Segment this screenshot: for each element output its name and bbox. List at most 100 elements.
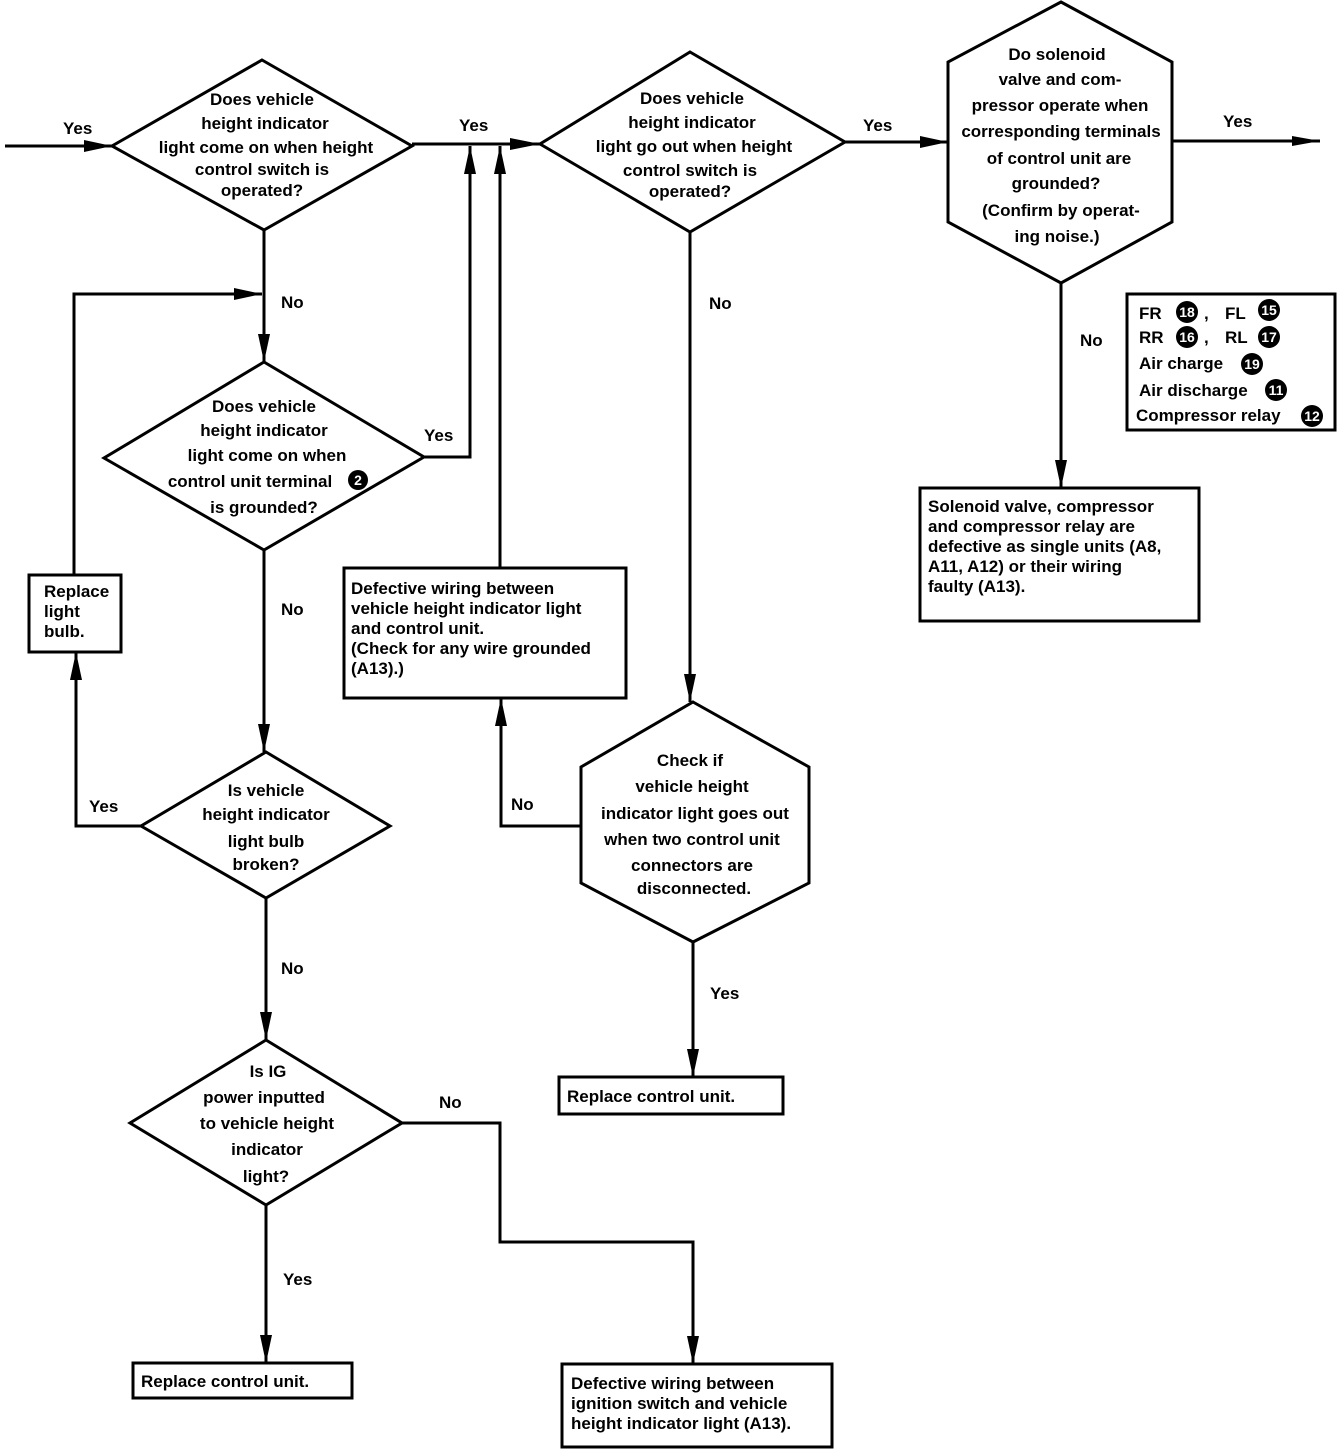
legend-comma: , [1204,328,1209,347]
text-line: when two control unit [603,830,780,849]
edge-label-yes: Yes [710,984,739,1003]
decision-q6 [579,700,811,944]
terminal-legend-box [1125,292,1337,432]
legend-compressor-relay-label: Compressor relay [1136,406,1281,425]
arrowhead [260,1012,272,1040]
q4-no-line [402,1121,695,1364]
text-line: light? [243,1167,289,1186]
arrowhead [510,138,540,150]
text-line: control unit terminal [168,472,332,491]
terminal-number: 2 [354,472,362,488]
text-line: Do solenoid [1008,45,1105,64]
decision-q3 [138,750,393,900]
edge-label-yes: Yes [459,116,488,135]
text-line: Is IG [250,1062,287,1081]
text-line: corresponding terminals [961,122,1160,141]
legend-fr-label: FR [1139,304,1162,323]
edge-label-no: No [709,294,732,313]
text-line: Does vehicle [212,397,316,416]
legend-air-discharge-badge [1265,379,1287,401]
text-line: and control unit. [351,619,484,638]
legend-air-charge-label: Air charge [1139,354,1223,373]
edge-label-yes: Yes [283,1270,312,1289]
arrowhead [1292,136,1320,146]
arrowhead [495,698,507,726]
text-line: operated? [221,181,303,200]
text-line: light [44,602,80,621]
arrowhead [494,146,506,174]
decision-q5 [537,50,848,234]
text-line: Defective wiring between [571,1374,774,1393]
legend-compressor-relay-badge [1301,405,1323,427]
text-defective-wiring-1: Defective wiring between vehicle height … [351,579,591,678]
decision-q4 [127,1038,405,1207]
text-q2: Does vehicle height indicator light come… [168,397,368,517]
terminal-legend: FR 18 , FL 15 RR 16 , RL 17 Air charge 1… [1136,299,1323,427]
text-line: light come on when height [159,138,374,157]
legend-rr-number: 16 [1179,329,1195,345]
text-line: and compressor relay are [928,517,1135,536]
text-q6: Check if vehicle height indicator light … [601,751,789,898]
legend-fl-number: 15 [1261,302,1277,318]
text-line: (A13).) [351,659,404,678]
text-defective-wiring-2: Defective wiring between ignition switch… [571,1374,791,1433]
arrowhead [234,288,262,300]
arrowhead [684,674,696,702]
text-line: indicator light goes out [601,804,789,823]
legend-rr-label: RR [1139,328,1164,347]
text-q5: Does vehicle height indicator light go o… [596,89,793,201]
edge-labels: Yes Yes No Yes No Yes No Yes No Yes No Y… [63,112,1252,1289]
edge-label-yes: Yes [424,426,453,445]
text-line: operated? [649,182,731,201]
edge-label-yes: Yes [1223,112,1252,131]
arrowhead [70,652,82,680]
text-replace-bulb: Replace light bulb. [44,582,109,641]
text-line: Does vehicle [640,89,744,108]
box-defective-wiring-1 [342,566,628,700]
text-line: bulb. [44,622,85,641]
arrowhead [464,146,476,174]
text-line: light come on when [188,446,347,465]
box-replace-bulb [27,573,123,654]
decision-q1 [108,58,416,232]
text-line: height indicator [202,805,330,824]
text-line: ing noise.) [1015,227,1100,246]
text-replace-unit-2: Replace control unit. [141,1372,309,1391]
arrowhead [1055,460,1067,488]
text-line: height indicator [200,421,328,440]
text-line: pressor operate when [972,96,1149,115]
legend-compressor-relay-number: 12 [1304,408,1320,424]
arrowhead [260,1335,272,1363]
arrowhead [258,334,270,362]
text-line: light go out when height [596,137,793,156]
box-replace-unit-1 [557,1075,785,1116]
legend-air-charge-badge [1241,353,1263,375]
edge-label-no: No [281,959,304,978]
text-line: is grounded? [210,498,318,517]
text-line: height indicator [628,113,756,132]
text-line: vehicle height [635,777,749,796]
edge-label-no: No [281,293,304,312]
legend-air-discharge-label: Air discharge [1139,381,1248,400]
text-line: A11, A12) or their wiring [928,557,1122,576]
decision-q2 [101,360,427,552]
terminal-badge [348,470,368,490]
edge-label-no: No [511,795,534,814]
text-line: control switch is [623,161,757,180]
legend-fl-badge [1258,299,1280,321]
q3-yes-line [74,652,141,828]
text-line: (Confirm by operat- [982,201,1140,220]
arrowhead [258,724,270,752]
arrowhead [84,140,112,152]
q6-no-line [499,698,581,828]
legend-air-charge-number: 19 [1244,356,1260,372]
text-line: Is vehicle [228,781,305,800]
edge-label-yes: Yes [89,797,118,816]
text-line: connectors are [631,856,753,875]
legend-comma: , [1204,304,1209,323]
box-replace-unit-2 [131,1361,354,1400]
edge-label-no: No [439,1093,462,1112]
box-solenoid [918,486,1201,623]
text-replace-unit-1: Replace control unit. [567,1087,735,1106]
